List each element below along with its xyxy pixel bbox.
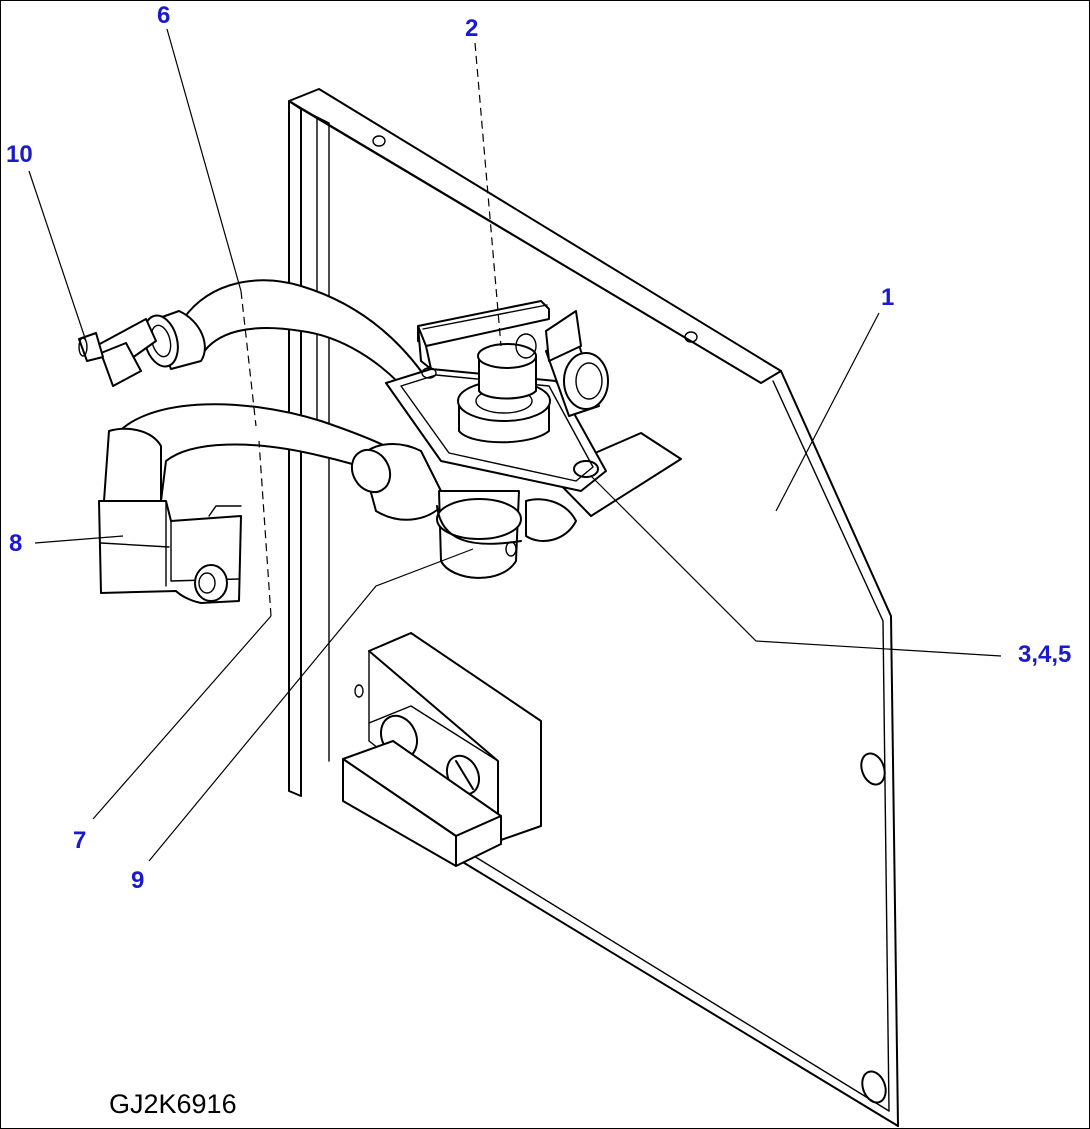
leader-2 [474, 42, 502, 347]
callout-8: 8 [9, 530, 22, 557]
leader-6-hidden [240, 290, 257, 427]
hose-upper [143, 279, 422, 397]
leader-8 [34, 535, 124, 544]
hose-clamp-bolt [78, 318, 157, 387]
callout-6: 6 [157, 2, 170, 29]
callout-1: 1 [881, 284, 894, 311]
hose-lower [350, 443, 447, 521]
cock-valve [385, 300, 682, 579]
leader-10 [28, 170, 87, 342]
callout-9: 9 [131, 867, 144, 894]
callout-7: 7 [73, 827, 86, 854]
leader-6 [166, 28, 242, 292]
leader-7-hidden [258, 440, 272, 617]
callout-2: 2 [465, 15, 478, 42]
channel-bracket [342, 632, 542, 867]
callout-10: 10 [6, 141, 33, 168]
leader-lines [28, 28, 1002, 862]
leader-9 [148, 548, 474, 862]
leader-7 [92, 615, 272, 820]
callouts: 1 2 3,4,5 6 7 8 9 10 [6, 2, 1071, 894]
elbow-fitting [98, 500, 242, 604]
leader-345 [590, 475, 1002, 657]
mounting-plate [288, 88, 899, 1127]
leader-1 [775, 312, 880, 512]
callout-3-4-5: 3,4,5 [1018, 641, 1071, 668]
drawing-id: GJ2K6916 [109, 1089, 237, 1119]
